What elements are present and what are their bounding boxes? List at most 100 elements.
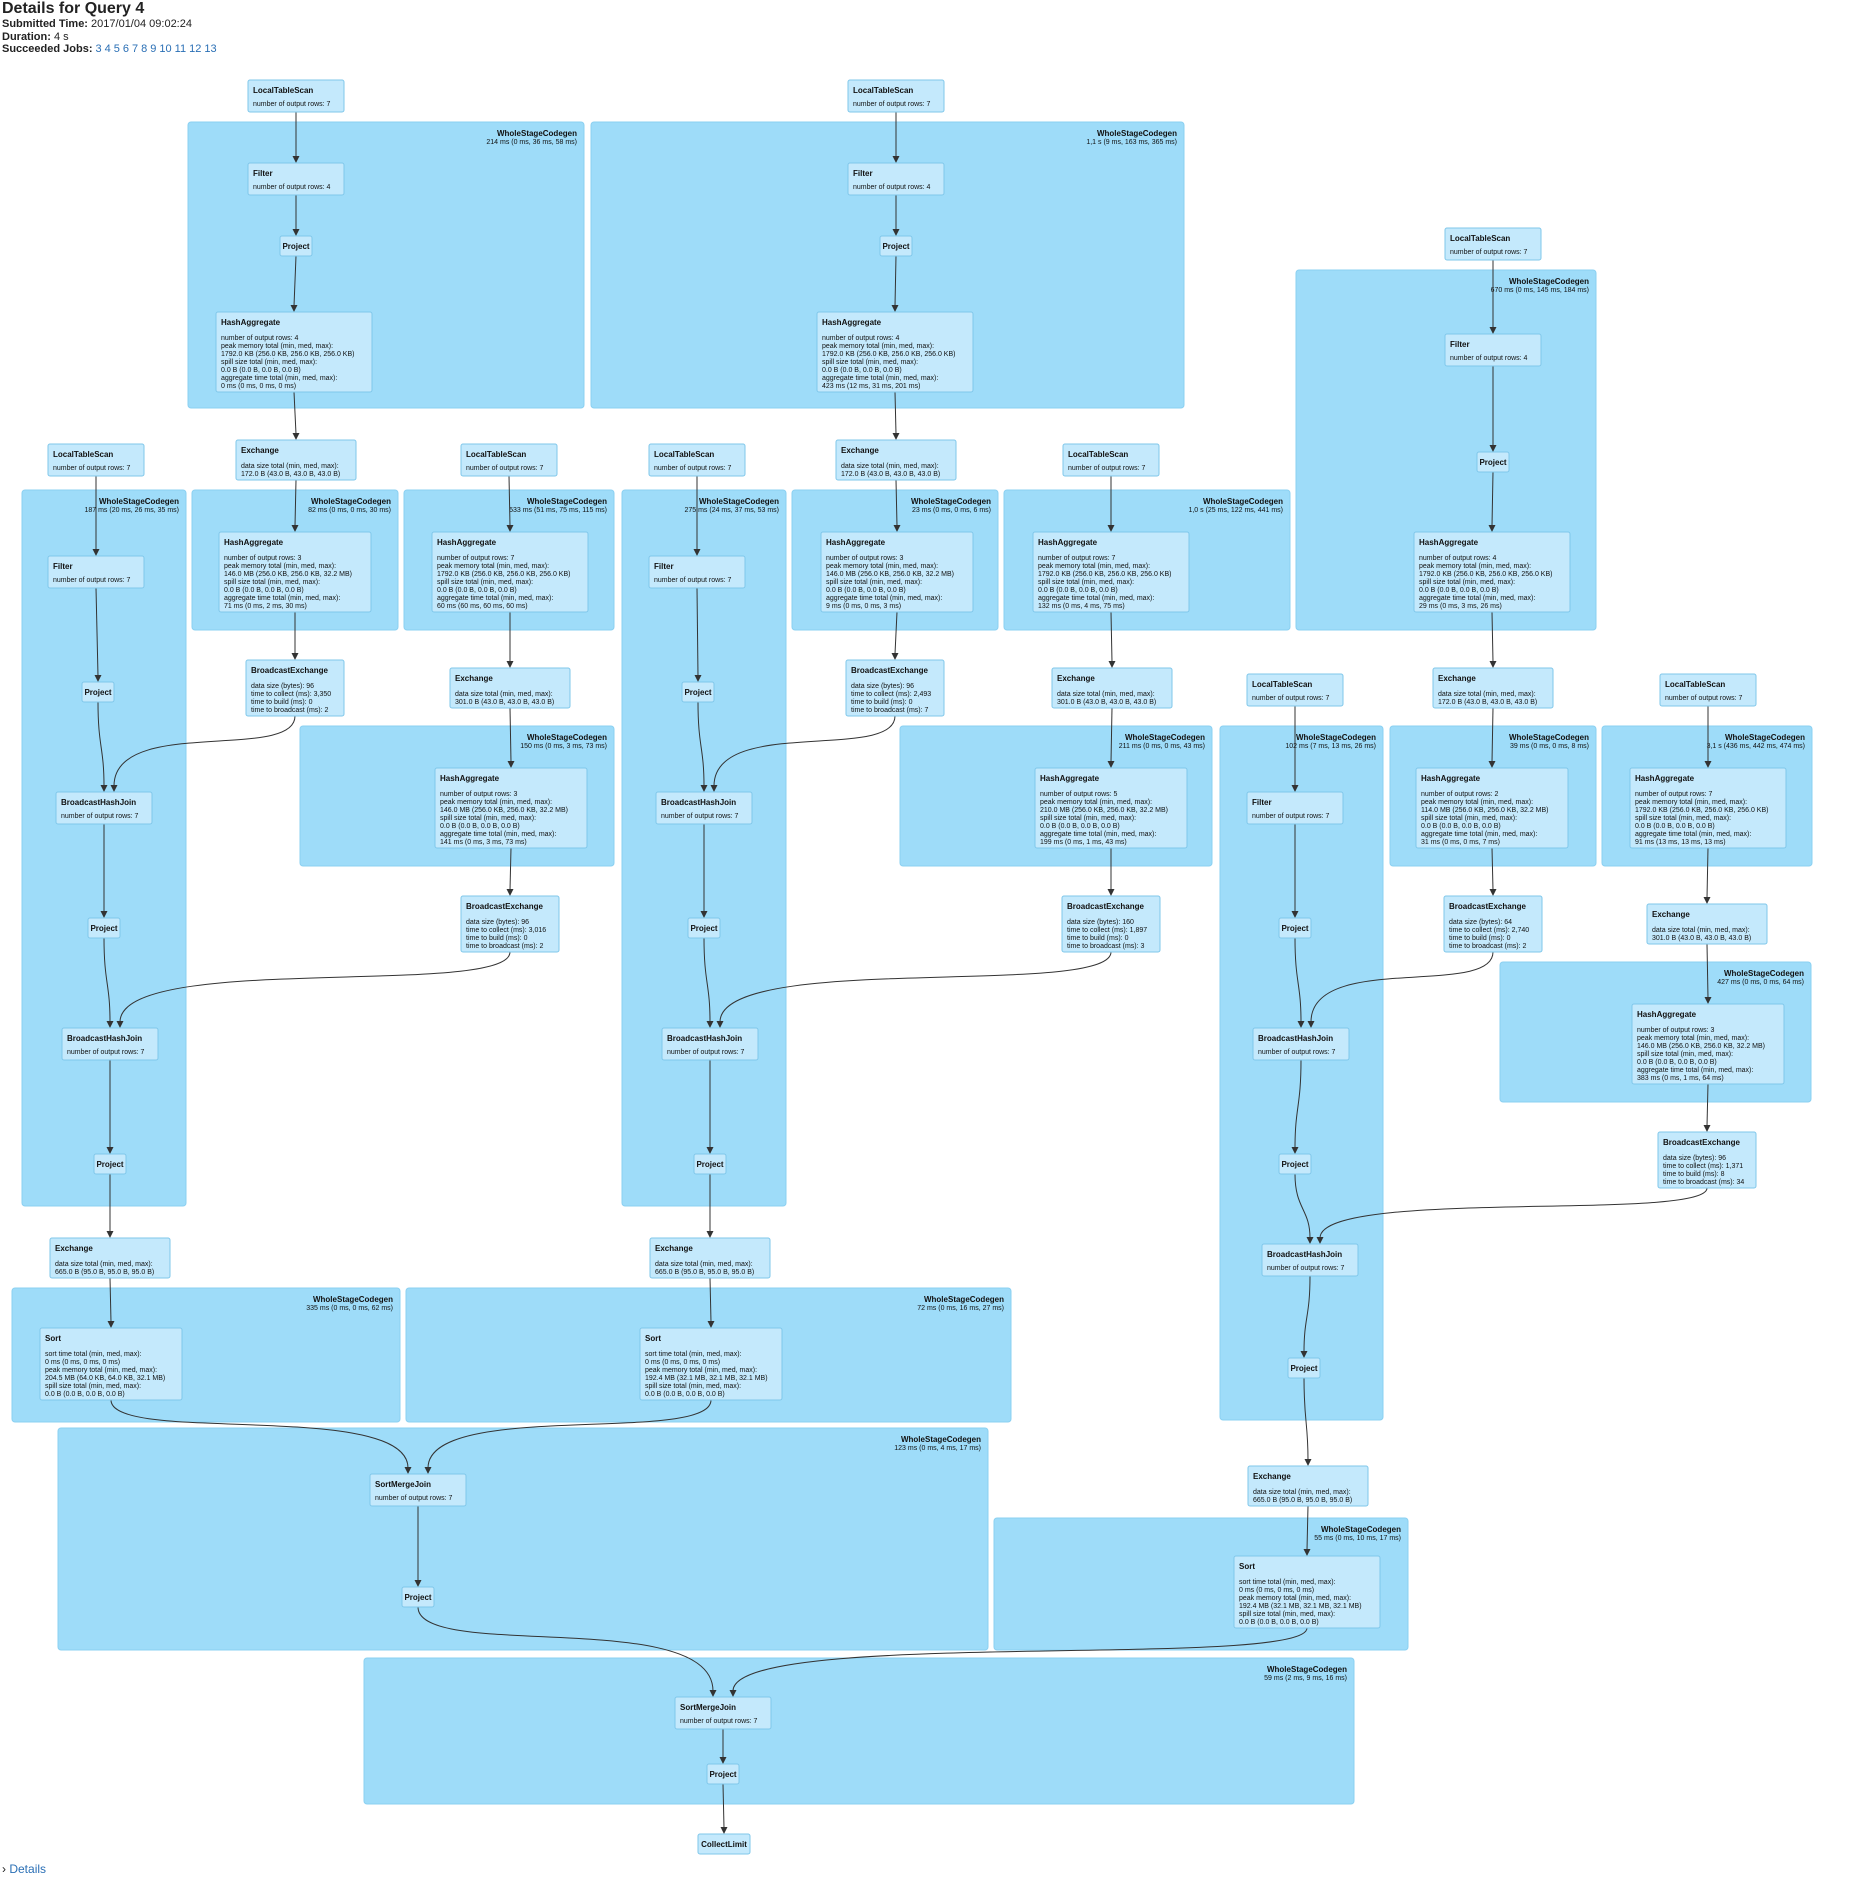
plan-node-project[interactable]: Project xyxy=(279,235,313,257)
job-link[interactable]: 4 xyxy=(104,43,111,55)
job-link[interactable]: 3 xyxy=(95,43,102,55)
plan-edge-line xyxy=(1310,951,1494,1023)
job-link[interactable]: 8 xyxy=(141,43,148,55)
plan-node-project[interactable]: Project xyxy=(706,1763,740,1785)
plan-node-project[interactable]: Project xyxy=(1278,1153,1312,1175)
details-toggle[interactable]: › Details xyxy=(2,1862,47,1876)
plan-node-project[interactable]: Project xyxy=(1278,917,1312,939)
plan-node-metric: 192.4 MB (32.1 MB, 32.1 MB, 32.1 MB) xyxy=(645,1375,768,1382)
details-link[interactable]: Details xyxy=(9,1862,47,1876)
job-link[interactable]: 9 xyxy=(150,43,157,55)
plan-node-project[interactable]: Project xyxy=(87,917,121,939)
job-link[interactable]: 6 xyxy=(122,43,130,55)
plan-node-title: HashAggregate xyxy=(1419,538,1479,547)
plan-node-project[interactable]: Project xyxy=(81,681,115,703)
arrow-head-icon xyxy=(292,229,300,236)
plan-node-title: Exchange xyxy=(655,1244,693,1253)
plan-node-project[interactable]: Project xyxy=(401,1586,435,1608)
plan-node-project[interactable]: Project xyxy=(693,1153,727,1175)
plan-edge-line xyxy=(894,255,897,307)
job-link[interactable]: 10 xyxy=(159,43,172,55)
arrow-head-icon xyxy=(694,675,702,682)
plan-node-title: LocalTableScan xyxy=(1068,450,1128,459)
job-link[interactable]: 11 xyxy=(174,43,187,55)
arrow-head-icon xyxy=(106,1021,114,1028)
plan-node-metric: number of output rows: 7 xyxy=(661,813,739,820)
plan-node-project[interactable]: Project xyxy=(1476,451,1510,473)
job-link[interactable]: 7 xyxy=(132,43,139,55)
plan-node-metric: 0 ms (0 ms, 0 ms, 0 ms) xyxy=(645,1359,720,1366)
plan-node-title: Exchange xyxy=(241,446,279,455)
job-link[interactable]: 5 xyxy=(113,43,120,55)
plan-node-metric: peak memory total (min, med, max): xyxy=(822,343,934,350)
plan-node-project[interactable]: Project xyxy=(687,917,721,939)
job-link[interactable]: 13 xyxy=(204,43,217,55)
plan-node-project[interactable]: Project xyxy=(879,235,913,257)
plan-node-project[interactable]: Project xyxy=(93,1153,127,1175)
codegen-cluster-title: WholeStageCodegen xyxy=(924,1295,1004,1304)
plan-node-project[interactable]: Project xyxy=(1287,1357,1321,1379)
plan-edge xyxy=(1107,476,1115,532)
plan-node-project[interactable]: Project xyxy=(681,681,715,703)
plan-node-collect-limit[interactable]: CollectLimit xyxy=(697,1833,751,1855)
job-link[interactable]: 12 xyxy=(189,43,202,55)
plan-node-metric: spill size total (min, med, max): xyxy=(822,359,918,366)
plan-node-box xyxy=(81,681,115,703)
plan-node-metric: 383 ms (0 ms, 1 ms, 64 ms) xyxy=(1637,1075,1724,1082)
plan-node-metric: data size total (min, med, max): xyxy=(1057,691,1155,698)
